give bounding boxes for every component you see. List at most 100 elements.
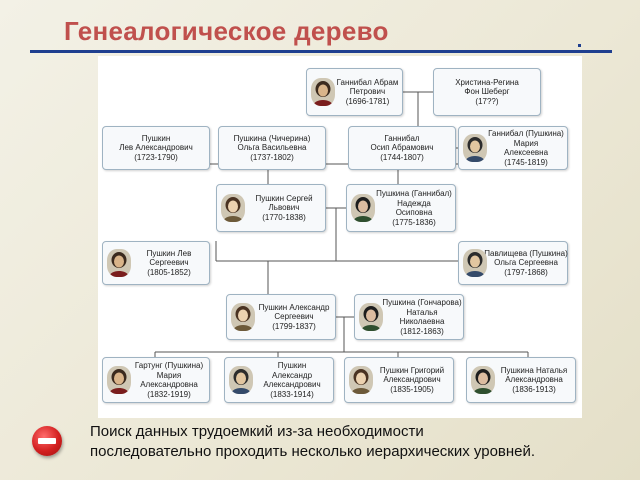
person-label-line: Александрович [263,380,321,389]
person-label-line: Ганнибал Абрам [336,77,399,87]
person-label: Павлищева (Пушкина)Ольга Сергеевна(1797-… [484,249,568,278]
person-label-line: Пушкин Сергей [255,193,313,203]
person-label-line: Ганнибал (Пушкина) [488,129,564,138]
portrait-photo [463,249,487,277]
portrait-photo [107,366,131,394]
no-entry-icon [32,426,62,456]
person-label-line: Сергеевич [149,258,189,268]
portrait-photo [463,134,487,162]
portrait-photo [221,194,245,222]
person-label-line: Фон Шеберг [464,87,510,97]
person-label-line: Пушкин Александр [258,302,330,312]
person-label-line: (1832-1919) [147,389,191,399]
person-label-line: Александр [271,370,313,380]
person-label-line: (1797-1868) [504,267,548,277]
person-label-line: Мария [513,138,539,148]
person-label-line: Наталья [406,307,438,317]
person-node-pavlishcheva-olga: Павлищева (Пушкина)Ольга Сергеевна(1797-… [458,241,568,285]
person-node-pushkina-olga-v: Пушкина (Чичерина)Ольга Васильевна(1737-… [218,126,326,170]
person-label-line: (1799-1837) [272,321,316,331]
portrait-photo [349,366,373,394]
person-label-line: (1696-1781) [345,96,390,106]
person-label-line: Павлищева (Пушкина) [484,248,568,258]
person-label-line: (1836-1913) [512,384,556,394]
person-label-line: (1723-1790) [134,152,178,162]
person-label-line: Пушкина (Гончарова) [382,298,462,307]
person-label-line: Пушкин Григорий [379,365,445,375]
person-label: Пушкина (Чичерина)Ольга Васильевна(1737-… [234,134,311,163]
person-label-line: Осип Абрамович [370,143,434,153]
portrait-photo [359,303,383,331]
person-label-line: Надежда [397,198,431,208]
person-label-line: Пушкин Лев [146,248,192,258]
person-label-line: Лев Александрович [119,143,193,153]
title-underline [30,50,612,53]
person-label-line: Александровна [505,375,563,385]
title-rule-dot [578,44,581,47]
person-label-line: Николаевна [399,317,445,326]
person-label-line: Пушкин [141,133,171,143]
person-label-line: Алексеевна [503,148,549,157]
person-label-line: (1745-1819) [504,157,548,167]
portrait-photo [351,194,375,222]
person-label-line: (1835-1905) [390,384,434,394]
person-label-line: (1805-1852) [147,267,191,277]
portrait-photo [471,366,495,394]
portrait-photo [229,366,253,394]
person-label-line: (17??) [475,96,499,106]
person-label-line: Христина-Регина [455,77,519,87]
person-label-line: Пушкин [277,361,307,370]
person-label-line: (1775-1836) [392,217,436,227]
person-label-line: Александрович [383,375,441,385]
person-label-line: Петрович [349,87,386,97]
person-label-line: Гартунг (Пушкина) [134,361,204,370]
person-label-line: Ольга Васильевна [237,143,307,153]
caption-line: Поиск данных трудоемкий из-за необходимо… [90,423,424,440]
person-label-line: Пушкина Наталья [500,365,568,375]
person-label-line: (1737-1802) [250,152,294,162]
person-label-line: (1833-1914) [270,389,314,399]
portrait-photo [311,78,335,106]
person-label-line: (1812-1863) [400,326,444,336]
person-label-line: Ганнибал [384,133,420,143]
person-label-line: Ольга Сергеевна [494,258,558,268]
person-label-line: Мария [156,370,182,380]
caption-line: последовательно проходить несколько иера… [90,443,536,460]
person-label-line: Львович [268,203,300,213]
person-label-line: Пушкина (Ганнибал) [376,189,452,198]
portrait-photo [231,303,255,331]
portrait-photo [107,249,131,277]
caption-note: Поиск данных трудоемкий из-за необходимо… [90,422,535,462]
person-label-line: Пушкина (Чичерина) [233,133,311,143]
person-label-line: (1770-1838) [262,212,306,222]
slide-title: Генеалогическое дерево [64,16,389,46]
person-label-line: (1744-1807) [380,152,424,162]
